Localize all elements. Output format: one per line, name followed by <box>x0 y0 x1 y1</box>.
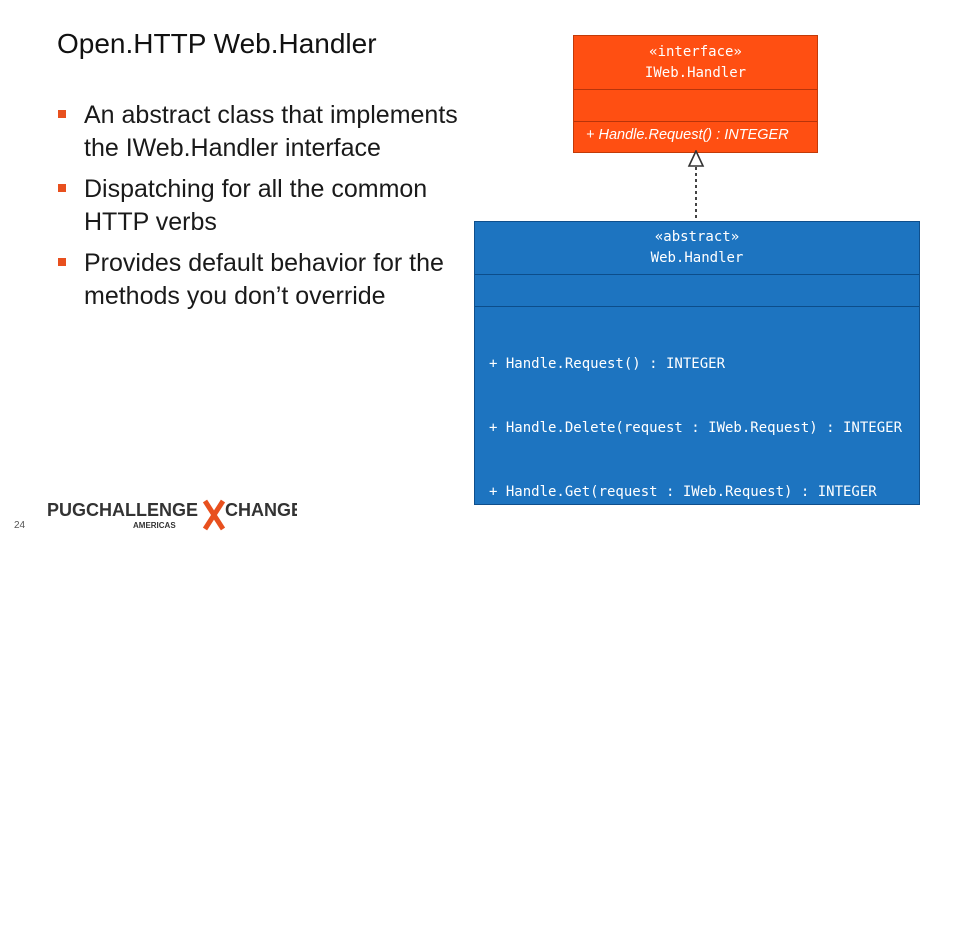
abstract-operation: + Handle.Put(request : IWeb.Request) : I… <box>489 801 877 818</box>
abstract-operation: + Handle.Patch(request : IWeb.Request) :… <box>489 674 894 691</box>
abstract-attributes-compartment <box>475 275 919 307</box>
interface-header: «interface» IWeb.Handler <box>574 36 817 90</box>
bullet-marker-icon <box>58 184 66 192</box>
bullet-list: An abstract class that implements the IW… <box>58 99 458 321</box>
bullet-text: Provides default behavior for the method… <box>84 249 444 310</box>
abstract-operations-compartment: + Handle.Request() : INTEGER + Handle.De… <box>475 307 919 927</box>
abstract-stereotype: «abstract» <box>654 229 740 245</box>
abstract-operation: + Handle.Delete(request : IWeb.Request) … <box>489 420 903 437</box>
interface-attributes-compartment <box>574 90 817 122</box>
interface-class-box: «interface» IWeb.Handler + Handle.Reques… <box>573 35 818 153</box>
abstract-class-box: «abstract» Web.Handler + Handle.Request(… <box>474 221 920 881</box>
abstract-operation: + Handle.Options(request : IWeb.Request)… <box>489 610 911 627</box>
bullet-text: An abstract class that implements the IW… <box>84 101 458 162</box>
bullet-item: An abstract class that implements the IW… <box>58 99 458 165</box>
bullet-item: Dispatching for all the common HTTP verb… <box>58 173 458 239</box>
interface-operation: + Handle.Request() : INTEGER <box>586 127 789 143</box>
logo-sub-text: AMERICAS <box>133 521 176 530</box>
realization-arrow-icon <box>687 150 705 222</box>
bullet-marker-icon <box>58 258 66 266</box>
interface-stereotype: «interface» <box>649 43 742 60</box>
page-number: 24 <box>14 520 26 531</box>
abstract-name: Web.Handler <box>650 250 744 266</box>
interface-operations-compartment: + Handle.Request() : INTEGER <box>574 122 817 143</box>
bullet-marker-icon <box>58 110 66 118</box>
abstract-operation: + Handle.Trace(request : IWeb.Request) :… <box>489 865 894 882</box>
logo-right-text: CHANGE <box>225 500 297 520</box>
abstract-operation: + Handle.Head(request : IWeb.Request) : … <box>489 547 886 564</box>
abstract-operation: + Handle.Request() : INTEGER <box>489 356 726 373</box>
pug-challenge-logo: PUGCHALLENGE AMERICAS CHANGE <box>47 499 297 531</box>
interface-name: IWeb.Handler <box>644 64 747 81</box>
abstract-header: «abstract» Web.Handler <box>475 222 919 275</box>
logo-x-icon <box>202 499 226 531</box>
abstract-operation: + Handle.Post(request : IWeb.Request) : … <box>489 738 886 755</box>
logo-left-text: PUGCHALLENGE <box>47 500 198 520</box>
slide-title: Open.HTTP Web.Handler <box>57 28 377 59</box>
abstract-operation: + Handle.Get(request : IWeb.Request) : I… <box>489 483 877 500</box>
bullet-text: Dispatching for all the common HTTP verb… <box>84 175 428 236</box>
bullet-item: Provides default behavior for the method… <box>58 247 458 313</box>
